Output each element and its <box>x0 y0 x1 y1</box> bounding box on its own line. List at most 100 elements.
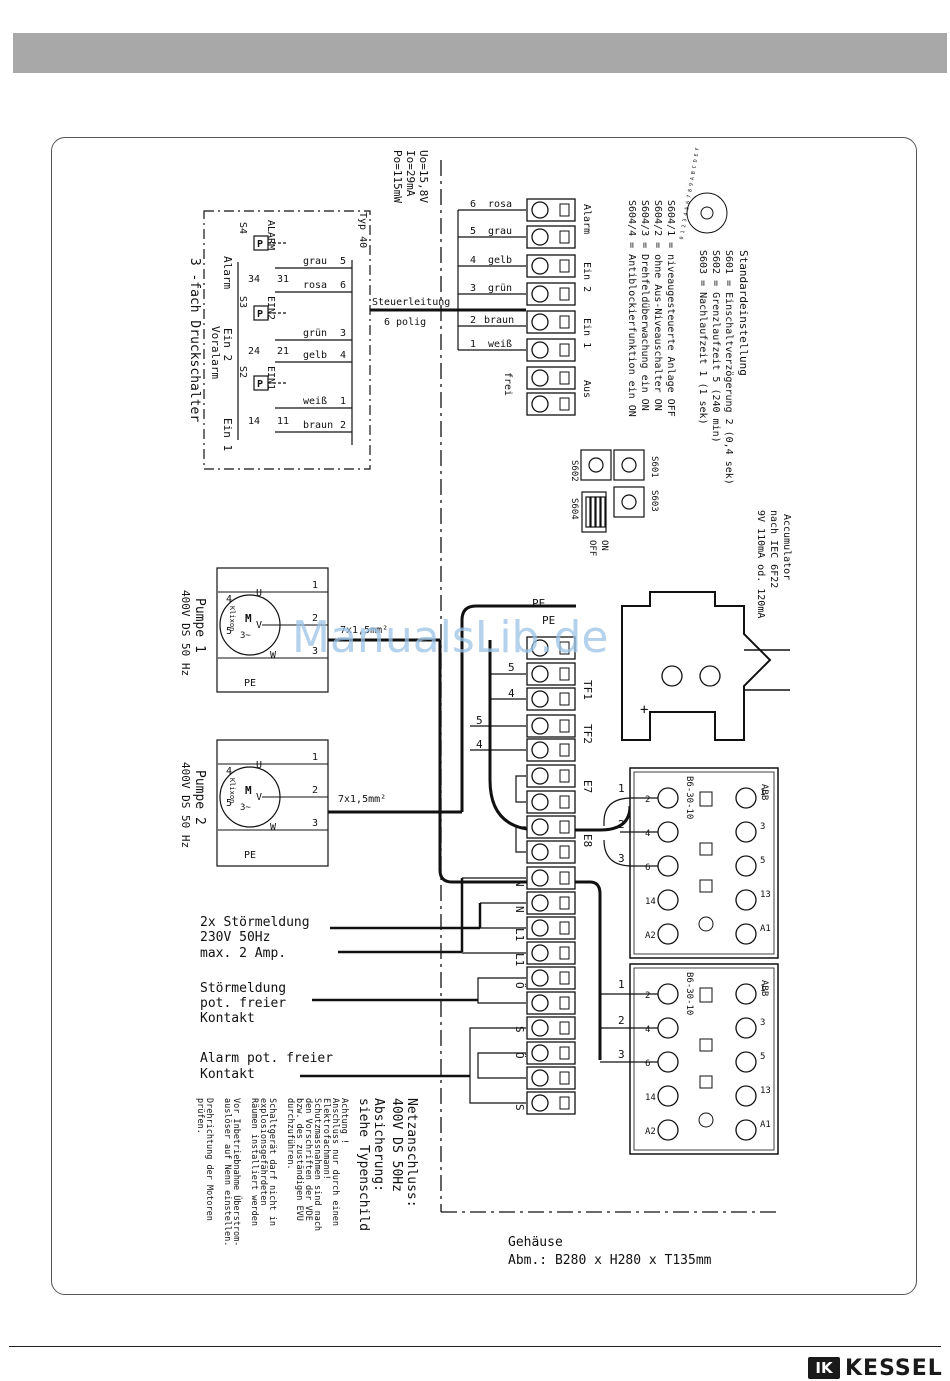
main-terminal-block: 5 4 5 4 TF1 TF2 E7 E8 N N L1 L1 Ö S Ö S <box>462 636 594 1115</box>
pump1-motor: M <box>245 612 252 625</box>
setting-s601: S601 = Einschaltverzögerung 2 (0,4 sek) <box>723 250 734 485</box>
top-frei: frei <box>502 372 513 396</box>
note-0: Achtung ! <box>339 1098 349 1144</box>
c2-wire-2: 2 <box>618 1014 625 1027</box>
c2-term-14: 14 <box>645 1093 656 1103</box>
c2-term-4: 4 <box>645 1025 650 1035</box>
settings-title: Standardeinstellung <box>737 250 750 376</box>
note-5: bzw. des zuständigen EVU <box>294 1098 304 1221</box>
term-l1-2: L1 <box>513 953 526 966</box>
pump1-term-pe: PE <box>244 678 256 689</box>
c1-term-1: 1 <box>760 788 765 798</box>
contactor-1: ABB B6-30-10 1 3 5 13 A1 2 4 6 14 A2 1 2… <box>603 767 779 959</box>
top-color-grau: grau <box>488 226 512 237</box>
c1-wire-2: 2 <box>618 818 625 831</box>
note-13: prüfen. <box>195 1098 205 1134</box>
kessel-logo-icon: IK <box>808 1357 840 1379</box>
battery-icon <box>621 591 772 741</box>
acc-line-1: Accumulator <box>781 514 792 580</box>
stoer-line-2: pot. freier <box>200 996 286 1011</box>
pump1-pin-5: 5 <box>226 626 232 637</box>
acc-line-2: nach IEC 6F22 <box>768 510 779 588</box>
c1-wire-3: 3 <box>618 852 625 865</box>
pump2-pin-1: 1 <box>312 752 318 763</box>
pump1-pin-2: 2 <box>312 613 318 624</box>
tf1-wire-4: 4 <box>508 687 515 700</box>
term-oe-1: Ö <box>513 982 526 989</box>
pump2-term-u: U <box>256 760 262 771</box>
c1-model: B6-30-10 <box>684 776 694 819</box>
c1-term-a1: A1 <box>760 924 771 934</box>
note-7: Schaltgerät darf nicht in <box>267 1098 277 1226</box>
spec-uo: Uo=15,8V <box>417 150 430 203</box>
pump2-term-pe: PE <box>244 850 256 861</box>
term-tf1: TF1 <box>581 680 594 700</box>
top-color-gruen: grün <box>488 283 512 294</box>
pump2-phase: 3~ <box>240 803 251 813</box>
switch-wire-num-5: 5 <box>340 256 346 267</box>
tf2-wire-4: 4 <box>476 738 483 751</box>
pe-label: PE <box>532 597 545 610</box>
contactor-2: ABB B6-30-10 1 3 5 13 A1 2 4 6 14 A2 1 2… <box>600 963 779 1155</box>
switch-wire-grau: grau <box>303 256 327 267</box>
dip-s604: S604 <box>569 498 579 520</box>
switch-wire-num-6: 6 <box>340 280 346 291</box>
pump1-term-w: W <box>270 650 277 661</box>
top-num-6: 6 <box>470 199 476 210</box>
top-group-ein1: Ein 1 <box>581 318 592 348</box>
note-9: Räumen installiert werden <box>249 1098 259 1226</box>
mains-line-1: Netzanschluss: <box>404 1098 419 1208</box>
top-group-ein2: Ein 2 <box>581 262 592 292</box>
pot-s603: S603 <box>649 490 659 512</box>
term-e8: E8 <box>581 834 594 847</box>
acc-line-3: 9V 110mA od. 120mA <box>755 510 766 618</box>
c2-term-1: 1 <box>760 984 765 994</box>
pump1-name: Pumpe 1 <box>192 598 207 653</box>
mains-block: Netzanschluss: 400V DS 50Hz Absicherung:… <box>356 1098 419 1231</box>
c2-model: B6-30-10 <box>684 972 694 1015</box>
group-ein2: Ein 2 <box>221 328 234 361</box>
contact-11: 11 <box>277 416 289 427</box>
watermark: ManualsLib.de <box>292 612 608 663</box>
pump2-pin-5: 5 <box>226 798 232 809</box>
term-s-2: S <box>513 1104 526 1111</box>
stoer2-line-2: 230V 50Hz <box>200 930 270 945</box>
pump2-pin-3: 3 <box>312 818 318 829</box>
top-group-aus: Aus <box>581 380 592 398</box>
c1-term-3: 3 <box>760 822 765 832</box>
dip-s604-2: S604/2 = ohne Aus-Niveauschalter ON <box>652 200 663 411</box>
diagram-frame <box>51 137 917 1295</box>
c2-term-5: 5 <box>760 1052 765 1062</box>
c2-term-a2: A2 <box>645 1127 656 1137</box>
switch-wire-num-1: 1 <box>340 396 346 407</box>
pot-s602: S602 <box>569 460 579 482</box>
p-label-s2: P <box>257 379 263 390</box>
note-1: Anschluss nur durch einen <box>330 1098 340 1226</box>
pump-1: Pumpe 1 400V DS 50 Hz U V W PE M 3~ 4 5 … <box>179 567 329 693</box>
pump1-pin-1: 1 <box>312 580 318 591</box>
stoer2-line-1: 2x Störmeldung <box>200 915 310 930</box>
contact-34: 34 <box>248 274 260 285</box>
housing-title: Gehäuse <box>508 1235 563 1250</box>
pump2-klixon: Klixon <box>228 778 236 803</box>
note-11: auslöser auf Nenn einstellen. <box>222 1098 232 1246</box>
top-num-3: 3 <box>470 283 476 294</box>
group-alarm: Alarm <box>221 256 234 289</box>
dip-on: ON <box>599 540 609 551</box>
pump2-pin-4: 4 <box>226 766 232 777</box>
top-num-1: 1 <box>470 339 476 350</box>
switch-wire-gelb: gelb <box>303 350 327 361</box>
p-label-s4: P <box>257 239 263 250</box>
pot-s601: S601 <box>649 456 659 478</box>
note-2: Elektrofachmann! <box>321 1098 331 1180</box>
stoer-line-3: Kontakt <box>200 1011 255 1026</box>
pump2-pin-2: 2 <box>312 785 318 796</box>
p-label-s3: P <box>257 309 263 320</box>
c2-term-3: 3 <box>760 1018 765 1028</box>
top-num-4: 4 <box>470 255 476 266</box>
tf1-wire-5: 5 <box>508 661 515 674</box>
switch-wire-num-3: 3 <box>340 328 346 339</box>
pressure-switch-block: 3 -fach Druckschalter Typ 40 Uo=15,8V Io… <box>187 150 430 451</box>
pump1-term-u: U <box>256 588 262 599</box>
